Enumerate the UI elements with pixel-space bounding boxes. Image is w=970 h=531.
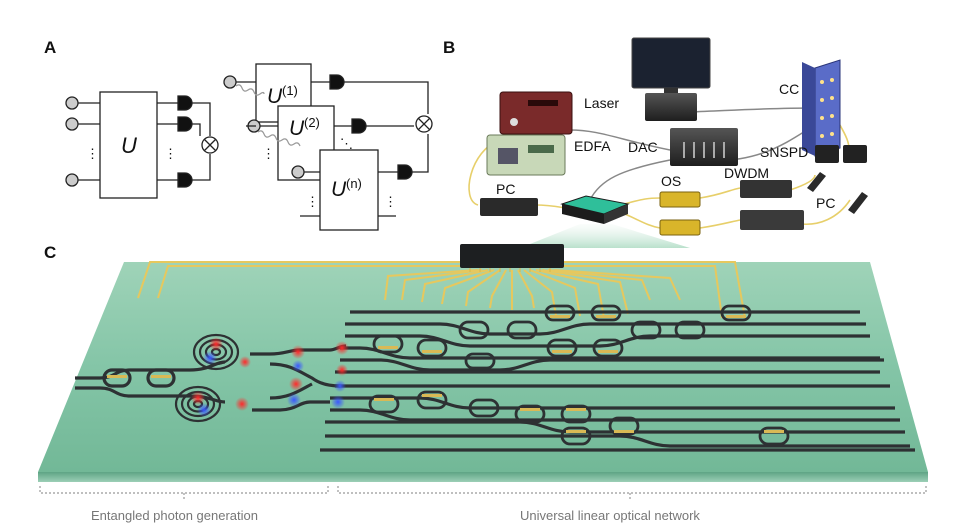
label-dwdm: DWDM (724, 165, 769, 181)
label-laser: Laser (584, 95, 619, 111)
ellipsis-dots: ⋮ (306, 194, 319, 209)
electrode-traces (137, 261, 746, 319)
label-dac: DAC (628, 139, 658, 155)
photonic-chip (38, 224, 928, 482)
input-photon-icon (65, 173, 79, 187)
label-pc-right: PC (816, 195, 835, 211)
input-photon-icon (65, 96, 79, 110)
unitary-label-n-base: U (331, 178, 347, 201)
unitary-label-2-base: U (289, 117, 305, 140)
diagonal-dots: ⋱ (340, 136, 353, 151)
caption-universal-linear-optical-network: Universal linear optical network (520, 508, 700, 523)
detector-icon (329, 74, 345, 90)
snspd-device (815, 145, 839, 163)
detector-icon (177, 116, 193, 132)
input-photon-icon (65, 117, 79, 131)
polarization-controller-right (807, 172, 826, 192)
detector-icon (397, 164, 413, 180)
optical-switch (659, 219, 701, 236)
circuit-schematic (65, 63, 433, 231)
input-photon-icon (223, 75, 237, 89)
polarization-controller-right (848, 192, 868, 214)
unitary-label-2-sup: (2) (304, 115, 320, 130)
ellipsis-dots: ⋮ (384, 194, 397, 209)
photon-glows (191, 337, 349, 417)
dwdm-device (740, 180, 792, 198)
source-heaters (107, 375, 171, 378)
label-os: OS (661, 173, 681, 189)
detector-icon (177, 95, 193, 111)
label-snspd: SNSPD (760, 144, 808, 160)
optical-switch (659, 191, 701, 208)
unitary-label-n-sup: (n) (346, 176, 362, 191)
panel-a-label: A (44, 38, 57, 57)
computer-icon (645, 93, 697, 121)
panel-b-label: B (443, 38, 456, 57)
detector-icon (351, 118, 367, 134)
detector-icon (177, 172, 193, 188)
ellipsis-dots: ⋮ (86, 146, 99, 161)
input-photon-icon (291, 165, 305, 179)
polarization-controller-left (480, 198, 538, 216)
unitary-label-1-base: U (267, 85, 283, 108)
laser-device (499, 91, 573, 135)
unitary-label-1-sup: (1) (282, 83, 298, 98)
phase-shifter-heaters (374, 315, 784, 433)
unitary-box-main (99, 91, 158, 199)
monitor-icon (631, 37, 711, 89)
label-edfa: EDFA (574, 138, 611, 154)
ellipsis-dots: ⋮ (164, 146, 177, 161)
caption-brackets (39, 486, 927, 500)
electrical-connector (460, 244, 564, 268)
cc-device (814, 59, 841, 157)
mzi-elements (368, 304, 790, 446)
snspd-device (843, 145, 867, 163)
label-pc-left: PC (496, 181, 515, 197)
dwdm-device (740, 210, 804, 230)
unitary-box-n (319, 149, 379, 231)
unitary-label-main: U (121, 133, 137, 158)
setup-illustration (468, 37, 868, 236)
caption-entangled-photon-generation: Entangled photon generation (91, 508, 258, 523)
panel-c-label: C (44, 243, 57, 262)
ellipsis-dots: ⋮ (262, 146, 275, 161)
label-cc: CC (779, 81, 799, 97)
